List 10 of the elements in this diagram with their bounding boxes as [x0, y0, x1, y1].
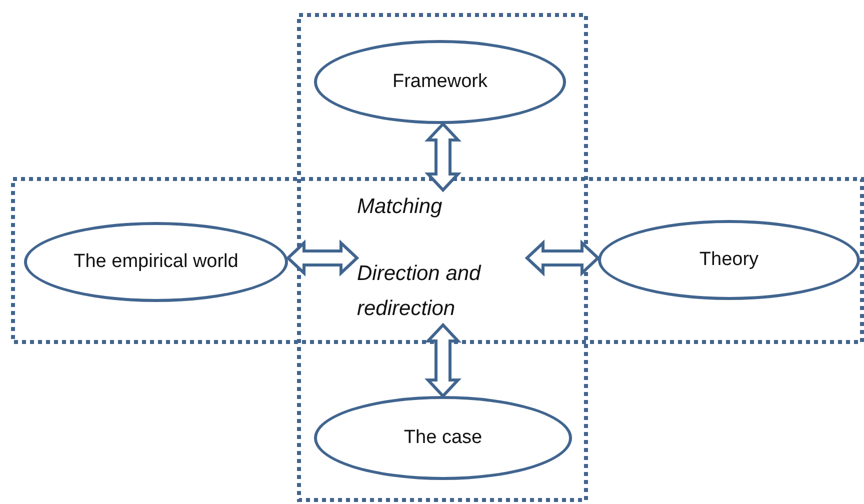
node-label: Framework [392, 70, 488, 94]
double-block-arrow [424, 122, 462, 192]
italic-label: Direction and redirection [357, 257, 527, 326]
double-block-arrow [524, 240, 600, 276]
italic-label: Matching [357, 190, 497, 225]
double-block-arrow [424, 322, 462, 398]
double-block-arrow [286, 240, 360, 276]
node-label: Theory [699, 248, 759, 272]
node-label: The case [404, 426, 482, 450]
node-label: The empirical world [74, 250, 238, 274]
